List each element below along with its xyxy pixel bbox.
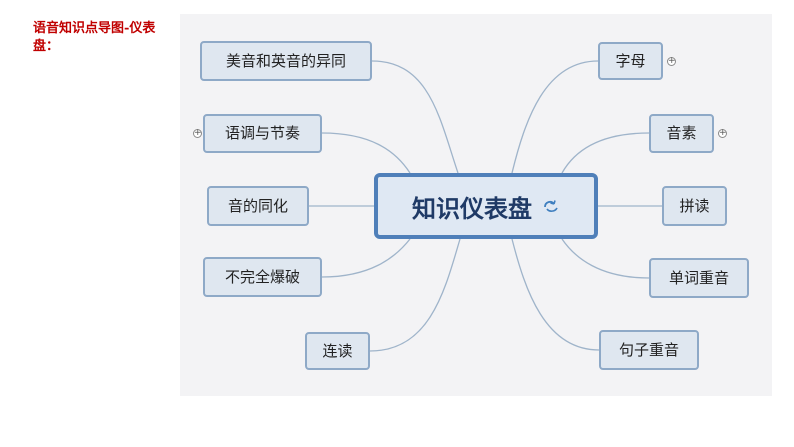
link-right-5 [511, 238, 600, 351]
topic-linking[interactable]: 连读 [305, 332, 370, 370]
expand-toggle-letters[interactable]: + [667, 56, 676, 66]
link-left-4 [321, 238, 411, 278]
topic-incomplete-plosion[interactable]: 不完全爆破 [203, 257, 322, 297]
topic-assimilation[interactable]: 音的同化 [207, 186, 309, 226]
diagram-caption: 语音知识点导图-仪表盘： [33, 21, 156, 54]
topic-label: 字母 [615, 51, 646, 70]
topic-label: 语调与节奏 [224, 124, 300, 142]
topic-word-stress[interactable]: 单词重音 [649, 258, 749, 298]
topic-label: 音的同化 [227, 196, 288, 215]
link-left-2 [321, 132, 411, 174]
topic-label: 不完全爆破 [224, 267, 300, 286]
expand-toggle-phonemes[interactable]: + [718, 128, 727, 138]
topic-us-uk-pronunciation[interactable]: 美音和英音的异同 [200, 41, 372, 81]
topic-letters[interactable]: 字母 [598, 42, 663, 80]
refresh-swirl-icon [542, 198, 560, 214]
topic-blending[interactable]: 拼读 [662, 186, 727, 226]
link-left-5 [369, 238, 461, 352]
link-right-4 [561, 238, 650, 279]
topic-label: 音素 [666, 124, 697, 142]
central-topic[interactable]: 知识仪表盘 [374, 173, 598, 239]
expand-toggle-intonation[interactable]: + [193, 128, 202, 138]
link-right-2 [561, 132, 650, 174]
topic-label: 单词重音 [668, 268, 729, 287]
topic-label: 连读 [322, 341, 353, 360]
topic-sentence-stress[interactable]: 句子重音 [599, 330, 699, 370]
link-left-1 [371, 60, 459, 174]
topic-label: 句子重音 [618, 340, 679, 359]
topic-label: 拼读 [679, 196, 710, 215]
link-right-1 [511, 60, 599, 174]
topic-intonation-rhythm[interactable]: 语调与节奏 [203, 114, 322, 153]
topic-phonemes[interactable]: 音素 [649, 114, 714, 153]
central-topic-label: 知识仪表盘 [412, 194, 532, 223]
topic-label: 美音和英音的异同 [225, 51, 346, 70]
